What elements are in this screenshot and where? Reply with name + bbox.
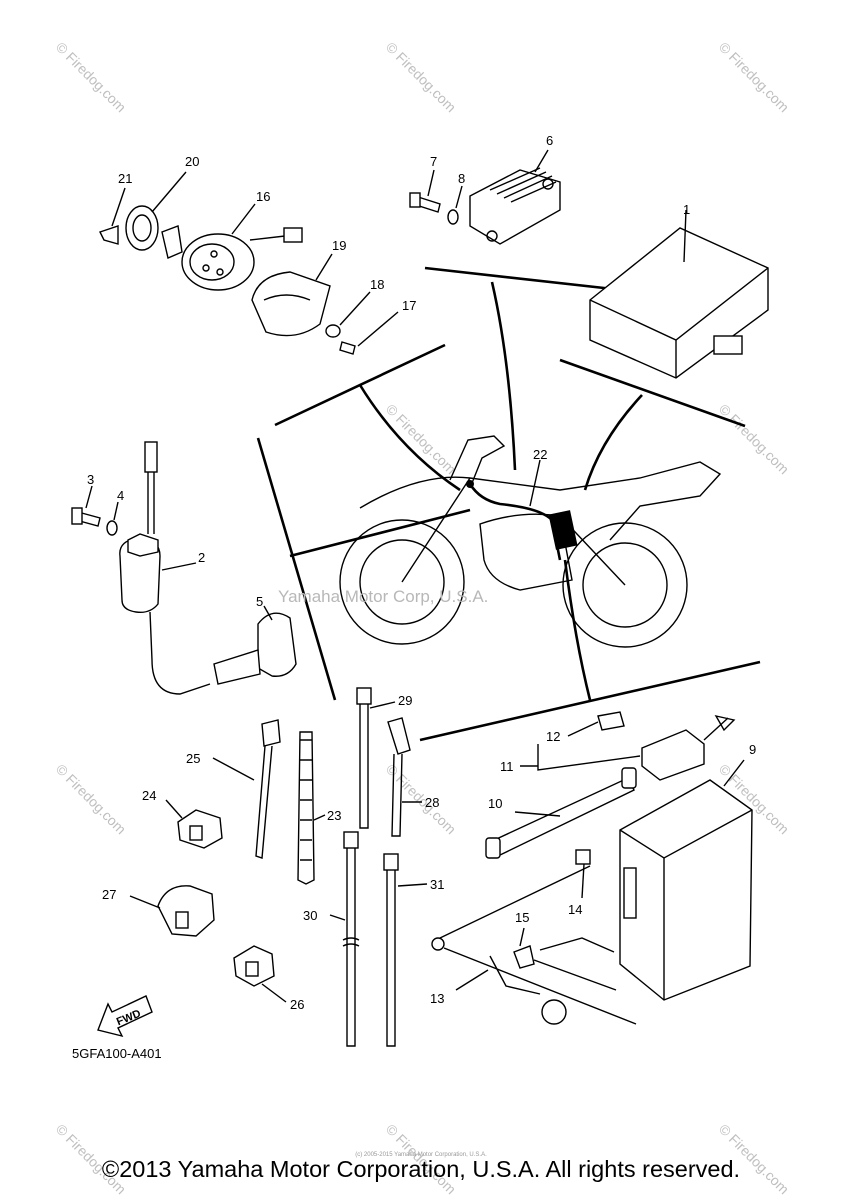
- leader-curve: [563, 559, 592, 701]
- part-label-1: 1: [683, 202, 690, 217]
- part-label-15: 15: [515, 910, 529, 925]
- watermark: © Firedog.com: [383, 401, 459, 477]
- small-copyright-notice: (c) 2005-2015 Yamaha Motor Corporation, …: [355, 1152, 487, 1158]
- part-15-cable: [513, 927, 617, 991]
- leader-curve: [583, 394, 643, 491]
- fwd-arrow-icon: FWD: [97, 995, 153, 1038]
- watermark: © Firedog.com: [716, 401, 792, 477]
- part-label-22: 22: [533, 447, 547, 462]
- part-13-cable: [431, 937, 637, 1025]
- part-label-18: 18: [370, 277, 384, 292]
- part-label-9: 9: [749, 742, 756, 757]
- part-19-cover: [251, 253, 333, 337]
- watermark: © Firedog.com: [716, 39, 792, 115]
- part-labels: 1 2 3 4 5 6 7 8 9 10 11 12 13 14 15 16 1…: [87, 133, 756, 1012]
- divider-line: [256, 437, 337, 701]
- part-label-26: 26: [290, 997, 304, 1012]
- part-label-28: 28: [425, 795, 439, 810]
- part-21-cap: [99, 187, 126, 245]
- part-20-ring: [125, 171, 187, 251]
- part-label-6: 6: [546, 133, 553, 148]
- part-label-16: 16: [256, 189, 270, 204]
- part-label-20: 20: [185, 154, 199, 169]
- watermark: © Firedog.com: [53, 39, 129, 115]
- part-label-21: 21: [118, 171, 132, 186]
- part-23-cable-tie: [297, 731, 326, 885]
- part-label-29: 29: [398, 693, 412, 708]
- part-12-connector: [567, 711, 625, 737]
- part-28-cable-tie: [387, 717, 422, 837]
- part-5-plug-cap: [213, 605, 297, 685]
- part-label-10: 10: [488, 796, 502, 811]
- divider-line: [289, 508, 471, 558]
- part-label-7: 7: [430, 154, 437, 169]
- part-label-25: 25: [186, 751, 200, 766]
- part-3-bolt: [71, 485, 101, 527]
- divider-line: [559, 358, 746, 428]
- part-16-main-switch: [161, 203, 303, 291]
- part-9-battery: [619, 759, 753, 1001]
- part-label-12: 12: [546, 729, 560, 744]
- part-1-ecu: [589, 209, 769, 379]
- part-25-cable-tie: [212, 719, 281, 859]
- divider-line: [419, 660, 761, 742]
- divider-line: [424, 266, 623, 292]
- part-18-washer: [325, 291, 371, 338]
- leader-curve: [358, 384, 461, 492]
- motorcycle-illustration: [339, 435, 722, 648]
- part-label-3: 3: [87, 472, 94, 487]
- part-label-27: 27: [102, 887, 116, 902]
- part-7-bolt: [409, 169, 441, 213]
- part-label-31: 31: [430, 877, 444, 892]
- part-label-2: 2: [198, 550, 205, 565]
- part-label-4: 4: [117, 488, 124, 503]
- part-6-regulator: [469, 149, 561, 245]
- watermark: © Firedog.com: [53, 761, 129, 837]
- part-label-5: 5: [256, 594, 263, 609]
- copyright-footer: ©2013 Yamaha Motor Corporation, U.S.A. A…: [101, 1156, 741, 1182]
- part-11-starter-relay: [520, 714, 736, 781]
- part-label-14: 14: [568, 902, 582, 917]
- part-29-cable-tie: [356, 687, 396, 829]
- part-4-washer: [106, 501, 119, 536]
- part-14-fuse: [439, 849, 591, 939]
- part-label-23: 23: [327, 808, 341, 823]
- part-label-8: 8: [458, 171, 465, 186]
- watermark: © Firedog.com: [383, 761, 459, 837]
- part-8-washer: [447, 185, 463, 225]
- part-17-screw: [339, 311, 399, 355]
- part-30-cable-tie: [329, 831, 360, 1047]
- part-26-clamp: [233, 945, 287, 1003]
- part-label-11: 11: [500, 759, 514, 774]
- part-label-24: 24: [142, 788, 156, 803]
- part-24-clamp: [165, 799, 223, 849]
- part-27-clamp: [129, 885, 215, 937]
- part-label-13: 13: [430, 991, 444, 1006]
- part-2-ignition-coil: [119, 441, 211, 695]
- center-watermark: Yamaha Motor Corp, U.S.A.: [278, 587, 488, 606]
- section-dividers: [256, 266, 761, 742]
- part-31-cable-tie: [383, 853, 428, 1047]
- part-label-17: 17: [402, 298, 416, 313]
- diagram-code: 5GFA100-A401: [72, 1046, 162, 1061]
- part-10-band: [485, 767, 637, 859]
- part-label-30: 30: [303, 908, 317, 923]
- part-label-19: 19: [332, 238, 346, 253]
- watermark: © Firedog.com: [383, 39, 459, 115]
- leader-curve: [490, 281, 517, 471]
